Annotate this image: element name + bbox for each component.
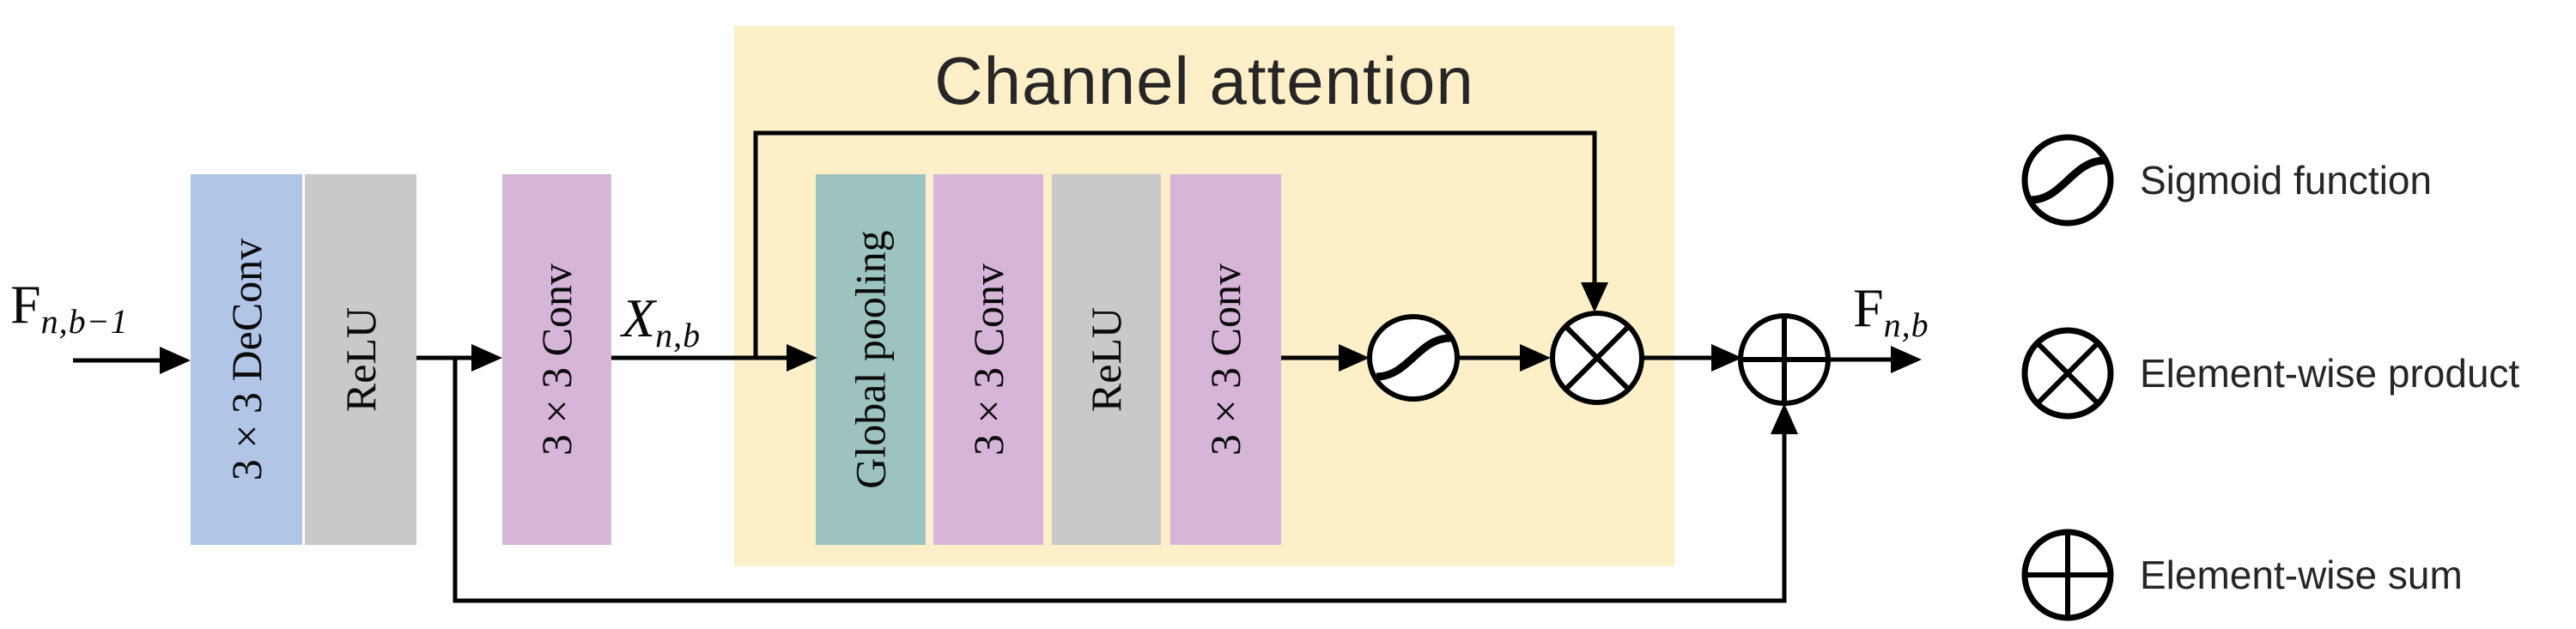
deconv-block-label: 3 × 3 DeConv bbox=[222, 238, 271, 481]
conv-block: 3 × 3 Conv bbox=[502, 174, 611, 545]
relu-block: ReLU bbox=[305, 174, 416, 545]
element-wise-sum-icon bbox=[2021, 529, 2114, 621]
residual-skip-arrowhead bbox=[1771, 403, 1798, 434]
product-to-sum-arrowhead bbox=[1711, 344, 1742, 372]
element-wise-product-icon bbox=[2021, 327, 2114, 420]
attention-conv-block-1-label: 3 × 3 Conv bbox=[964, 263, 1012, 457]
legend-label-sum: Element-wise sum bbox=[2140, 553, 2463, 597]
attention-relu-block-label: ReLU bbox=[1082, 306, 1131, 413]
product-icon-cross bbox=[2035, 341, 2100, 406]
relu-block-label: ReLU bbox=[336, 306, 385, 413]
output-feature-label: Fn,b bbox=[1853, 276, 1929, 345]
sum-node bbox=[1738, 313, 1831, 406]
attention-conv-block-1: 3 × 3 Conv bbox=[933, 174, 1043, 545]
output-feature-label-subscript: n,b bbox=[1883, 305, 1929, 344]
deconv-block: 3 × 3 DeConv bbox=[191, 174, 302, 545]
input-feature-label-subscript: n,b−1 bbox=[40, 302, 129, 341]
channel-attention-title: Channel attention bbox=[934, 43, 1474, 118]
attention-conv-block-2-label: 3 × 3 Conv bbox=[1201, 263, 1250, 457]
sum-node-plus bbox=[1741, 316, 1828, 403]
intermediate-feature-label: Xn,b bbox=[622, 287, 701, 355]
global-pooling-block: Global pooling bbox=[816, 174, 926, 545]
input-arrowhead bbox=[160, 347, 191, 374]
legend-item-sum: Element-wise sum bbox=[2020, 527, 2463, 623]
legend-item-product: Element-wise product bbox=[2020, 325, 2519, 421]
intermediate-feature-label-base: X bbox=[622, 287, 656, 348]
output-arrowhead bbox=[1891, 346, 1922, 373]
sigmoid-icon-curve bbox=[2030, 156, 2105, 204]
relu-to-conv-arrowhead bbox=[471, 344, 502, 372]
legend-label-product: Element-wise product bbox=[2140, 351, 2520, 396]
conv-block-label: 3 × 3 Conv bbox=[532, 263, 581, 457]
sigmoid-icon bbox=[2021, 134, 2114, 227]
legend-item-sigmoid: Sigmoid function bbox=[2020, 132, 2432, 228]
intermediate-feature-label-subscript: n,b bbox=[655, 316, 702, 354]
attention-relu-block: ReLU bbox=[1052, 174, 1161, 545]
attention-conv-block-2: 3 × 3 Conv bbox=[1170, 174, 1281, 545]
input-feature-label-base: F bbox=[10, 274, 41, 335]
global-pooling-block-label: Global pooling bbox=[847, 230, 895, 489]
input-feature-label: Fn,b−1 bbox=[10, 273, 129, 342]
legend-label-sigmoid: Sigmoid function bbox=[2140, 158, 2433, 203]
sum-icon-plus bbox=[2025, 532, 2111, 618]
output-feature-label-base: F bbox=[1853, 277, 1884, 338]
